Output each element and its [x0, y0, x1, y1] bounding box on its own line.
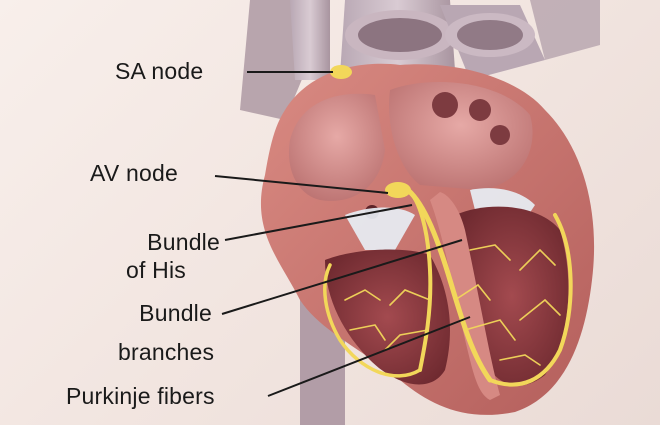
purkinje-fibers-label: Purkinje fibers [66, 383, 215, 409]
av-node-label: AV node [90, 160, 178, 186]
sa-node-marker [330, 65, 352, 79]
bundle-of-his-label-line1: Bundle [100, 229, 220, 255]
bundle-branches-label-line1: Bundle [100, 300, 212, 326]
bundle-branches-label-line2: branches [118, 339, 214, 365]
sa-node-label: SA node [115, 58, 203, 84]
av-node-marker [385, 182, 411, 198]
bundle-of-his-label-line2: of His [100, 257, 186, 283]
